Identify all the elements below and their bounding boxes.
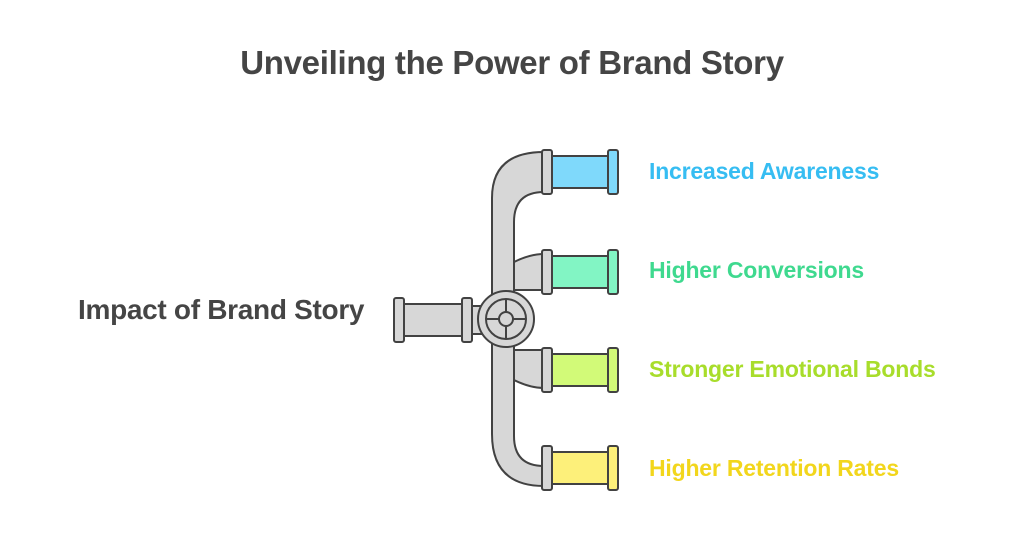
outlet-pipe-higher-retention-rates — [541, 445, 619, 491]
output-label-stronger-emotional-bonds: Stronger Emotional Bonds — [649, 356, 936, 382]
outlet-body — [551, 155, 611, 189]
outlet-flange-left — [541, 149, 553, 195]
outlet-pipe-increased-awareness — [541, 149, 619, 195]
inlet-flange-right — [461, 297, 473, 343]
source-label: Impact of Brand Story — [78, 294, 365, 325]
output-label-increased-awareness: Increased Awareness — [649, 158, 880, 184]
output-label-higher-conversions: Higher Conversions — [649, 257, 864, 283]
outlet-body — [551, 353, 611, 387]
outlet-flange-right — [607, 347, 619, 393]
branch-pipe-1 — [513, 253, 545, 291]
branch-pipe-2 — [513, 349, 545, 389]
inlet-pipe — [399, 303, 467, 337]
inlet-flange-left — [393, 297, 405, 343]
outlet-pipe-higher-conversions — [541, 249, 619, 295]
outlet-flange-left — [541, 347, 553, 393]
outlet-flange-left — [541, 445, 553, 491]
outlet-flange-right — [607, 149, 619, 195]
outlet-flange-right — [607, 445, 619, 491]
outlet-flange-right — [607, 249, 619, 295]
valve-icon — [477, 290, 535, 348]
output-label-higher-retention-rates: Higher Retention Rates — [649, 455, 899, 481]
outlet-body — [551, 255, 611, 289]
outlet-body — [551, 451, 611, 485]
outlet-pipe-stronger-emotional-bonds — [541, 347, 619, 393]
diagram-title: Unveiling the Power of Brand Story — [240, 44, 784, 81]
outlet-flange-left — [541, 249, 553, 295]
